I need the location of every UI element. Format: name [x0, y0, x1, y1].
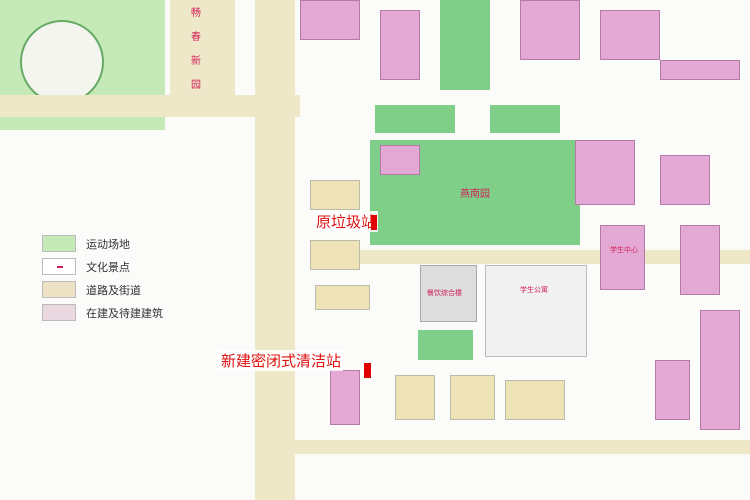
field	[490, 105, 560, 133]
building	[310, 240, 360, 270]
map-legend: 运动场地 文化景点 道路及街道 在建及待建建筑	[42, 232, 163, 324]
main-road	[255, 0, 295, 500]
legend-swatch	[42, 304, 76, 321]
yannan-label: 燕南园	[460, 189, 490, 200]
new-station-label: 新建密闭式清洁站	[219, 350, 344, 371]
south-road	[295, 440, 750, 454]
student-center	[600, 225, 645, 290]
building	[600, 10, 660, 60]
new-station-marker[interactable]	[364, 363, 371, 378]
legend-label: 道路及街道	[86, 283, 141, 297]
field	[418, 330, 473, 360]
building	[330, 370, 360, 425]
old-station-marker[interactable]	[371, 215, 377, 230]
legend-label: 在建及待建建筑	[86, 306, 163, 320]
legend-swatch	[42, 235, 76, 252]
building	[310, 180, 360, 210]
changchun-block	[170, 0, 235, 100]
legend-item-culture: 文化景点	[42, 255, 163, 278]
legend-item-roads: 道路及街道	[42, 278, 163, 301]
student-apartment	[485, 265, 587, 357]
building	[700, 310, 740, 430]
garden	[440, 0, 490, 90]
field	[375, 105, 455, 133]
building	[450, 375, 495, 420]
legend-item-construction: 在建及待建建筑	[42, 301, 163, 324]
building	[660, 155, 710, 205]
old-station-label: 原垃圾站	[314, 211, 379, 232]
student-center-label: 学生中心	[610, 246, 638, 254]
building	[575, 140, 635, 205]
changchun-label: 畅春新园	[191, 8, 201, 91]
legend-label: 文化景点	[86, 260, 130, 274]
building	[300, 0, 360, 40]
mid-road	[360, 250, 750, 264]
park-feature	[20, 20, 104, 104]
building	[380, 10, 420, 80]
legend-swatch	[42, 281, 76, 298]
dining-building	[420, 265, 477, 322]
student-apartment-label: 学生公寓	[520, 286, 548, 294]
legend-label: 运动场地	[86, 237, 130, 251]
building	[395, 375, 435, 420]
building	[315, 285, 370, 310]
legend-item-sports: 运动场地	[42, 232, 163, 255]
legend-swatch	[42, 258, 76, 275]
building	[505, 380, 565, 420]
building	[655, 360, 690, 420]
building	[380, 145, 420, 175]
building	[520, 0, 580, 60]
cross-road	[0, 95, 300, 117]
dining-label: 餐饮综合楼	[427, 289, 462, 297]
building	[680, 225, 720, 295]
building	[660, 60, 740, 80]
